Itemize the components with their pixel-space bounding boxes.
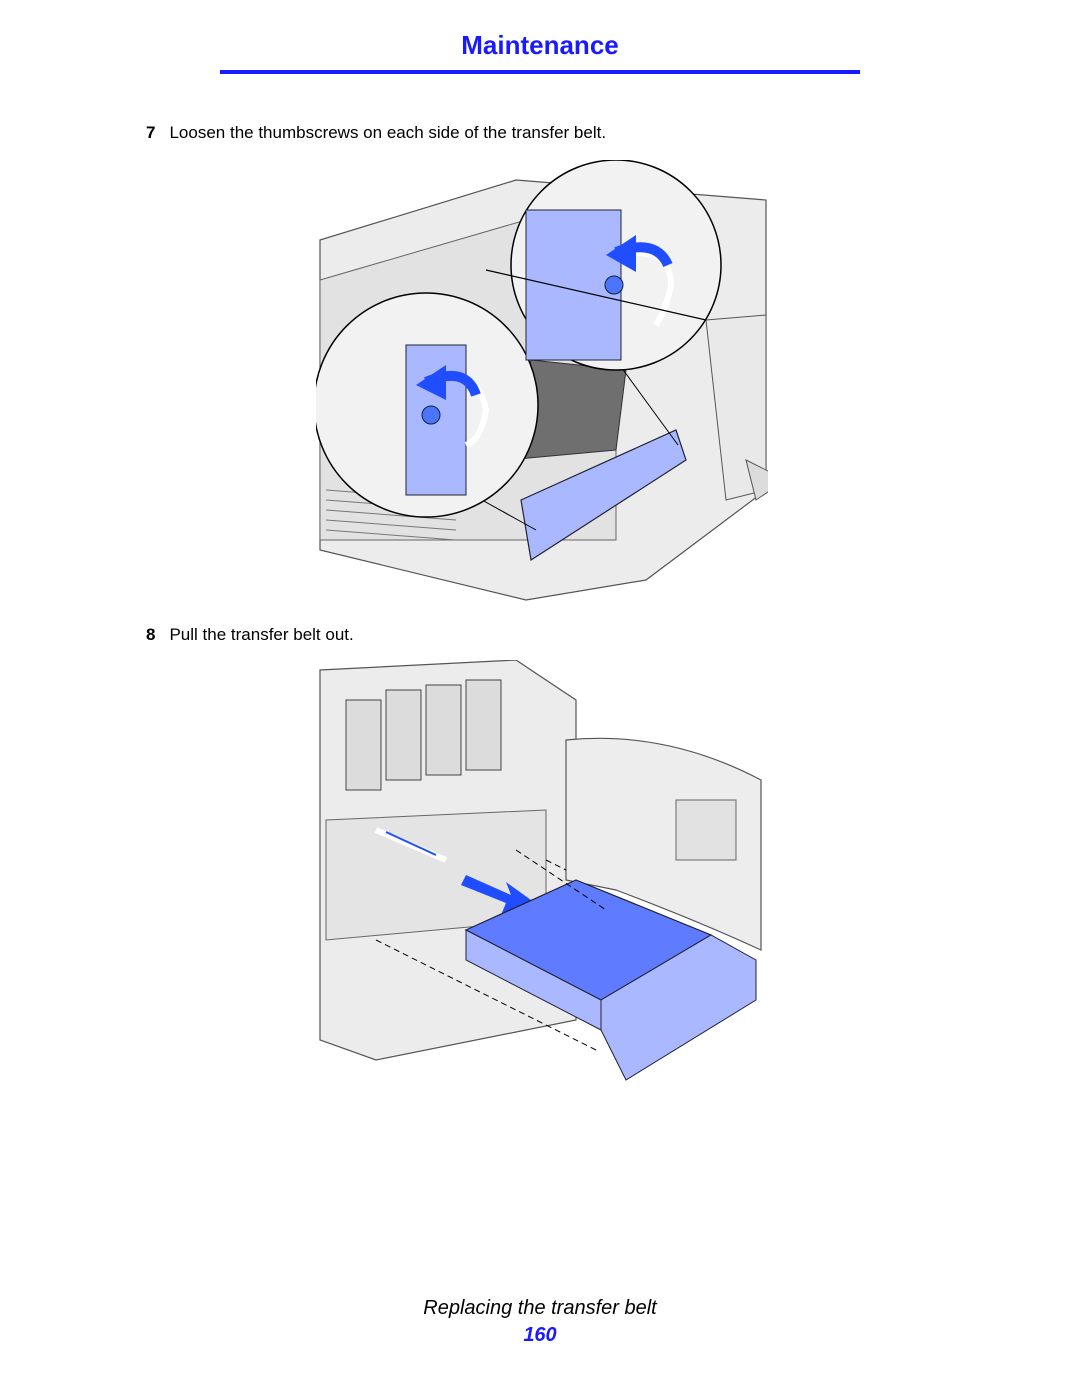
thumbscrew-illustration — [316, 160, 768, 601]
step-7: 7 Loosen the thumbscrews on each side of… — [146, 123, 606, 143]
header-rule — [220, 70, 860, 74]
step-text: Pull the transfer belt out. — [169, 625, 354, 644]
step-text: Loosen the thumbscrews on each side of t… — [169, 123, 607, 142]
page-title: Maintenance — [461, 30, 619, 60]
pull-belt-illustration — [319, 660, 762, 1081]
page-number: 160 — [523, 1324, 557, 1346]
step-8: 8 Pull the transfer belt out. — [146, 625, 354, 645]
step-number: 8 — [146, 625, 156, 644]
section-title: Replacing the transfer belt — [423, 1297, 657, 1319]
step-number: 7 — [146, 123, 156, 142]
